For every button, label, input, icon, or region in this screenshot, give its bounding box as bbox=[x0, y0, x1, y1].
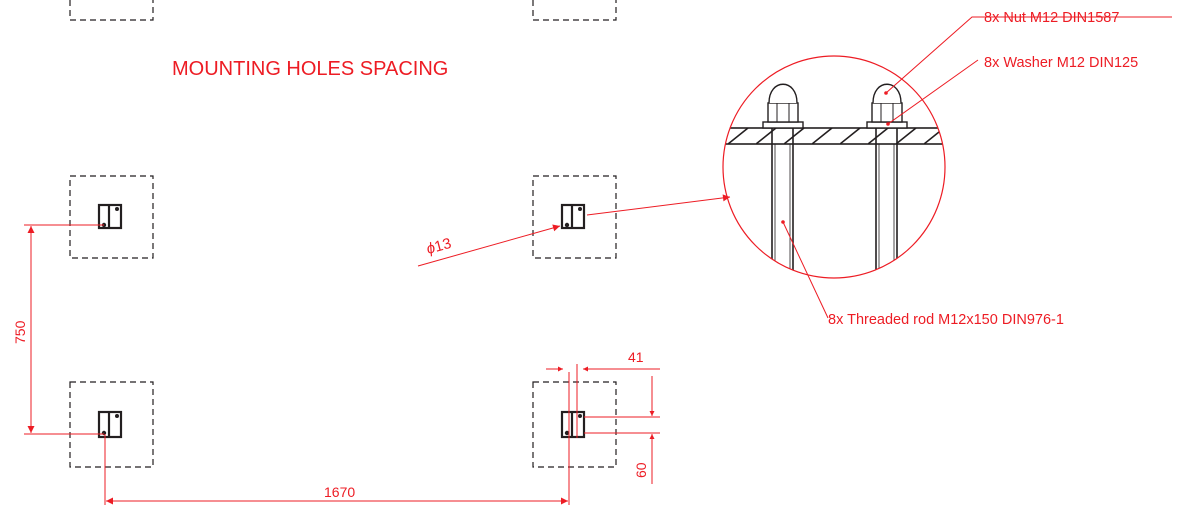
mounting-foot-bottom-right bbox=[532, 381, 617, 468]
dimension-13-label: 13 bbox=[433, 235, 454, 256]
washer-left bbox=[762, 121, 804, 129]
nut-callout: 8x Nut M12 DIN1587 bbox=[884, 10, 1172, 95]
svg-text:ϕ13: ϕ13 bbox=[425, 235, 454, 258]
dimension-60-label: 60 bbox=[633, 462, 649, 478]
mounting-foot-middle-right bbox=[532, 175, 617, 259]
detail-view-circle bbox=[722, 55, 946, 279]
rod-callout: 8x Threaded rod M12x150 DIN976-1 bbox=[781, 220, 1064, 328]
mounting-foot-middle-left bbox=[69, 175, 154, 259]
washer-callout: 8x Washer M12 DIN125 bbox=[886, 55, 1138, 126]
dimension-41-label: 41 bbox=[628, 349, 644, 365]
dimension-1670-label: 1670 bbox=[324, 484, 355, 500]
footprint-top-left-partial bbox=[69, 0, 154, 21]
cap-nut-right bbox=[871, 83, 903, 123]
threaded-rod-left bbox=[771, 120, 794, 278]
detail-circle-outline bbox=[722, 55, 946, 279]
drawing-title: MOUNTING HOLES SPACING bbox=[172, 58, 449, 80]
dimension-vertical-spacing: 750 bbox=[12, 224, 104, 435]
washer-callout-label: 8x Washer M12 DIN125 bbox=[984, 55, 1138, 71]
dimension-750-label: 750 bbox=[12, 320, 28, 344]
dimension-offset-60: 60 bbox=[584, 376, 660, 484]
dimension-offset-41: 41 bbox=[546, 349, 660, 438]
nut-callout-label: 8x Nut M12 DIN1587 bbox=[984, 10, 1119, 26]
rod-callout-label: 8x Threaded rod M12x150 DIN976-1 bbox=[828, 312, 1064, 328]
plate-section bbox=[723, 127, 945, 145]
threaded-rod-right bbox=[875, 120, 898, 278]
footprint-top-right-partial bbox=[532, 0, 617, 21]
dimension-horizontal-spacing: 1670 bbox=[104, 372, 570, 505]
mounting-foot-bottom-left bbox=[69, 381, 154, 468]
hole-diameter-callout: ϕ13 bbox=[417, 194, 731, 267]
cap-nut-left bbox=[767, 83, 799, 123]
